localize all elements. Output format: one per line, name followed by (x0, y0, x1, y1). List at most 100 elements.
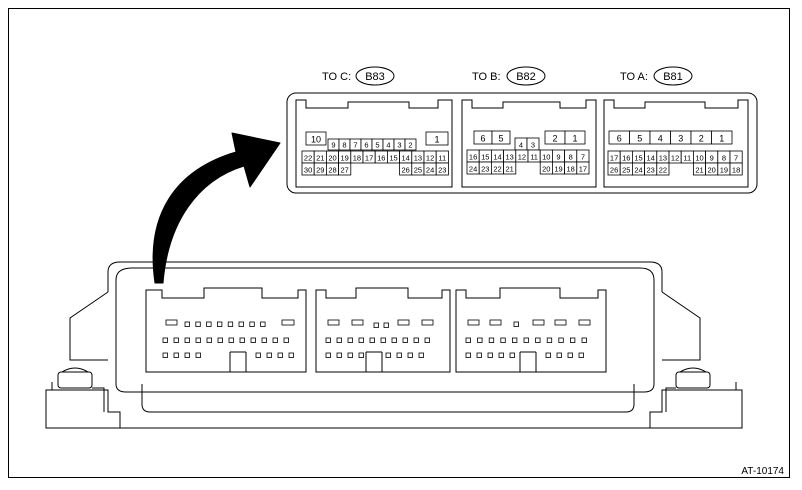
pin-number: 25 (622, 166, 630, 175)
pin-number: 12 (426, 154, 434, 163)
pin-number: 4 (658, 134, 663, 144)
pin-number: 23 (438, 166, 446, 175)
pin-number: 16 (377, 154, 385, 163)
pin-number: 20 (328, 154, 336, 163)
pin-number: 10 (542, 153, 550, 162)
pin-number: 2 (699, 134, 704, 144)
pin-number: 26 (402, 166, 410, 175)
ecu-pin (532, 319, 545, 326)
pin-number: 16 (622, 154, 630, 163)
ecu-pin (173, 352, 179, 358)
connector-c-code: B83 (365, 71, 385, 83)
ecu-pin (498, 352, 504, 358)
pin-cell (305, 131, 327, 146)
ecu-pin (391, 337, 397, 343)
pin-cell (711, 130, 733, 145)
pin-number: 3 (531, 141, 535, 150)
ecu-pin (369, 337, 375, 343)
ecu-pin (217, 337, 223, 343)
pin-number: 2 (552, 134, 557, 144)
pin-number: 19 (554, 165, 562, 174)
pin-number: 3 (678, 134, 683, 144)
pin-number: 9 (710, 154, 714, 163)
ecu-pin (336, 337, 342, 343)
ecu-pin (184, 321, 190, 327)
pin-number: 21 (506, 165, 514, 174)
pin-number: 14 (647, 154, 655, 163)
ecu-pin (173, 337, 179, 343)
pin-number: 4 (519, 141, 523, 150)
ecu-pin (165, 319, 178, 326)
pin-cell (576, 161, 590, 175)
pin-number: 24 (469, 165, 477, 174)
pin-number: 15 (481, 153, 489, 162)
ecu-pin (546, 337, 553, 343)
ecu-pin (578, 319, 591, 326)
ecu-pin (567, 352, 573, 358)
pin-number: 5 (498, 134, 503, 144)
ecu-pin (261, 337, 267, 343)
pin-number: 2 (408, 141, 412, 150)
ecu-pin (162, 337, 168, 343)
pin-number: 6 (617, 134, 622, 144)
pin-number: 16 (469, 153, 477, 162)
pin-cell (435, 162, 449, 176)
pin-number: 20 (542, 165, 550, 174)
pin-number: 5 (637, 134, 642, 144)
pin-number: 1 (719, 134, 724, 144)
pin-number: 26 (610, 166, 618, 175)
pin-number: 19 (720, 166, 728, 175)
pin-number: 6 (480, 134, 485, 144)
pin-number: 9 (556, 153, 560, 162)
pin-number: 25 (414, 166, 422, 175)
pin-number: 18 (567, 165, 575, 174)
ecu-pin (325, 337, 331, 343)
pin-cell (404, 138, 417, 151)
ecu-pin (184, 352, 190, 358)
ecu-pin (380, 337, 386, 343)
ecu-pin (250, 337, 256, 343)
ecu-pin (347, 337, 353, 343)
ecu-body (45, 261, 743, 429)
pin-number: 22 (659, 166, 667, 175)
pin-number: 13 (659, 154, 667, 163)
ecu-pin (476, 352, 482, 358)
ecu-pin (488, 337, 495, 343)
figure-id: AT-10174 (741, 466, 784, 477)
pinout-panel (286, 92, 758, 194)
ecu-pin (407, 352, 413, 358)
pin-number: 3 (397, 141, 401, 150)
ecu-pin (509, 352, 515, 358)
ecu-pin (239, 337, 245, 343)
pin-number: 24 (426, 166, 434, 175)
ecu-pin (272, 337, 278, 343)
ecu-pin (513, 321, 519, 327)
ecu-pin (385, 352, 391, 358)
ecu-pin (325, 352, 331, 358)
pin-number: 17 (365, 154, 373, 163)
ecu-pin (424, 337, 430, 343)
ecu-pin (206, 321, 212, 327)
ecu-pin (465, 337, 471, 343)
ecu-pin (358, 337, 364, 343)
ecu-pin (489, 319, 502, 326)
ecu-pin (336, 352, 342, 358)
pin-number: 7 (353, 141, 357, 150)
ecu-pin (554, 319, 567, 326)
ecu-pin (277, 352, 283, 358)
pin-number: 18 (732, 166, 740, 175)
pin-number: 7 (734, 154, 738, 163)
pin-number: 23 (647, 166, 655, 175)
ecu-pin (358, 352, 364, 358)
ecu-pin (288, 352, 294, 358)
connector-a-code: B81 (663, 71, 683, 83)
ecu-pin (347, 352, 353, 358)
pin-number: 9 (331, 141, 335, 150)
ecu-pin (162, 352, 168, 358)
ecu-pin (397, 319, 410, 326)
ecu-pin (206, 337, 212, 343)
ecu-pin (413, 337, 419, 343)
